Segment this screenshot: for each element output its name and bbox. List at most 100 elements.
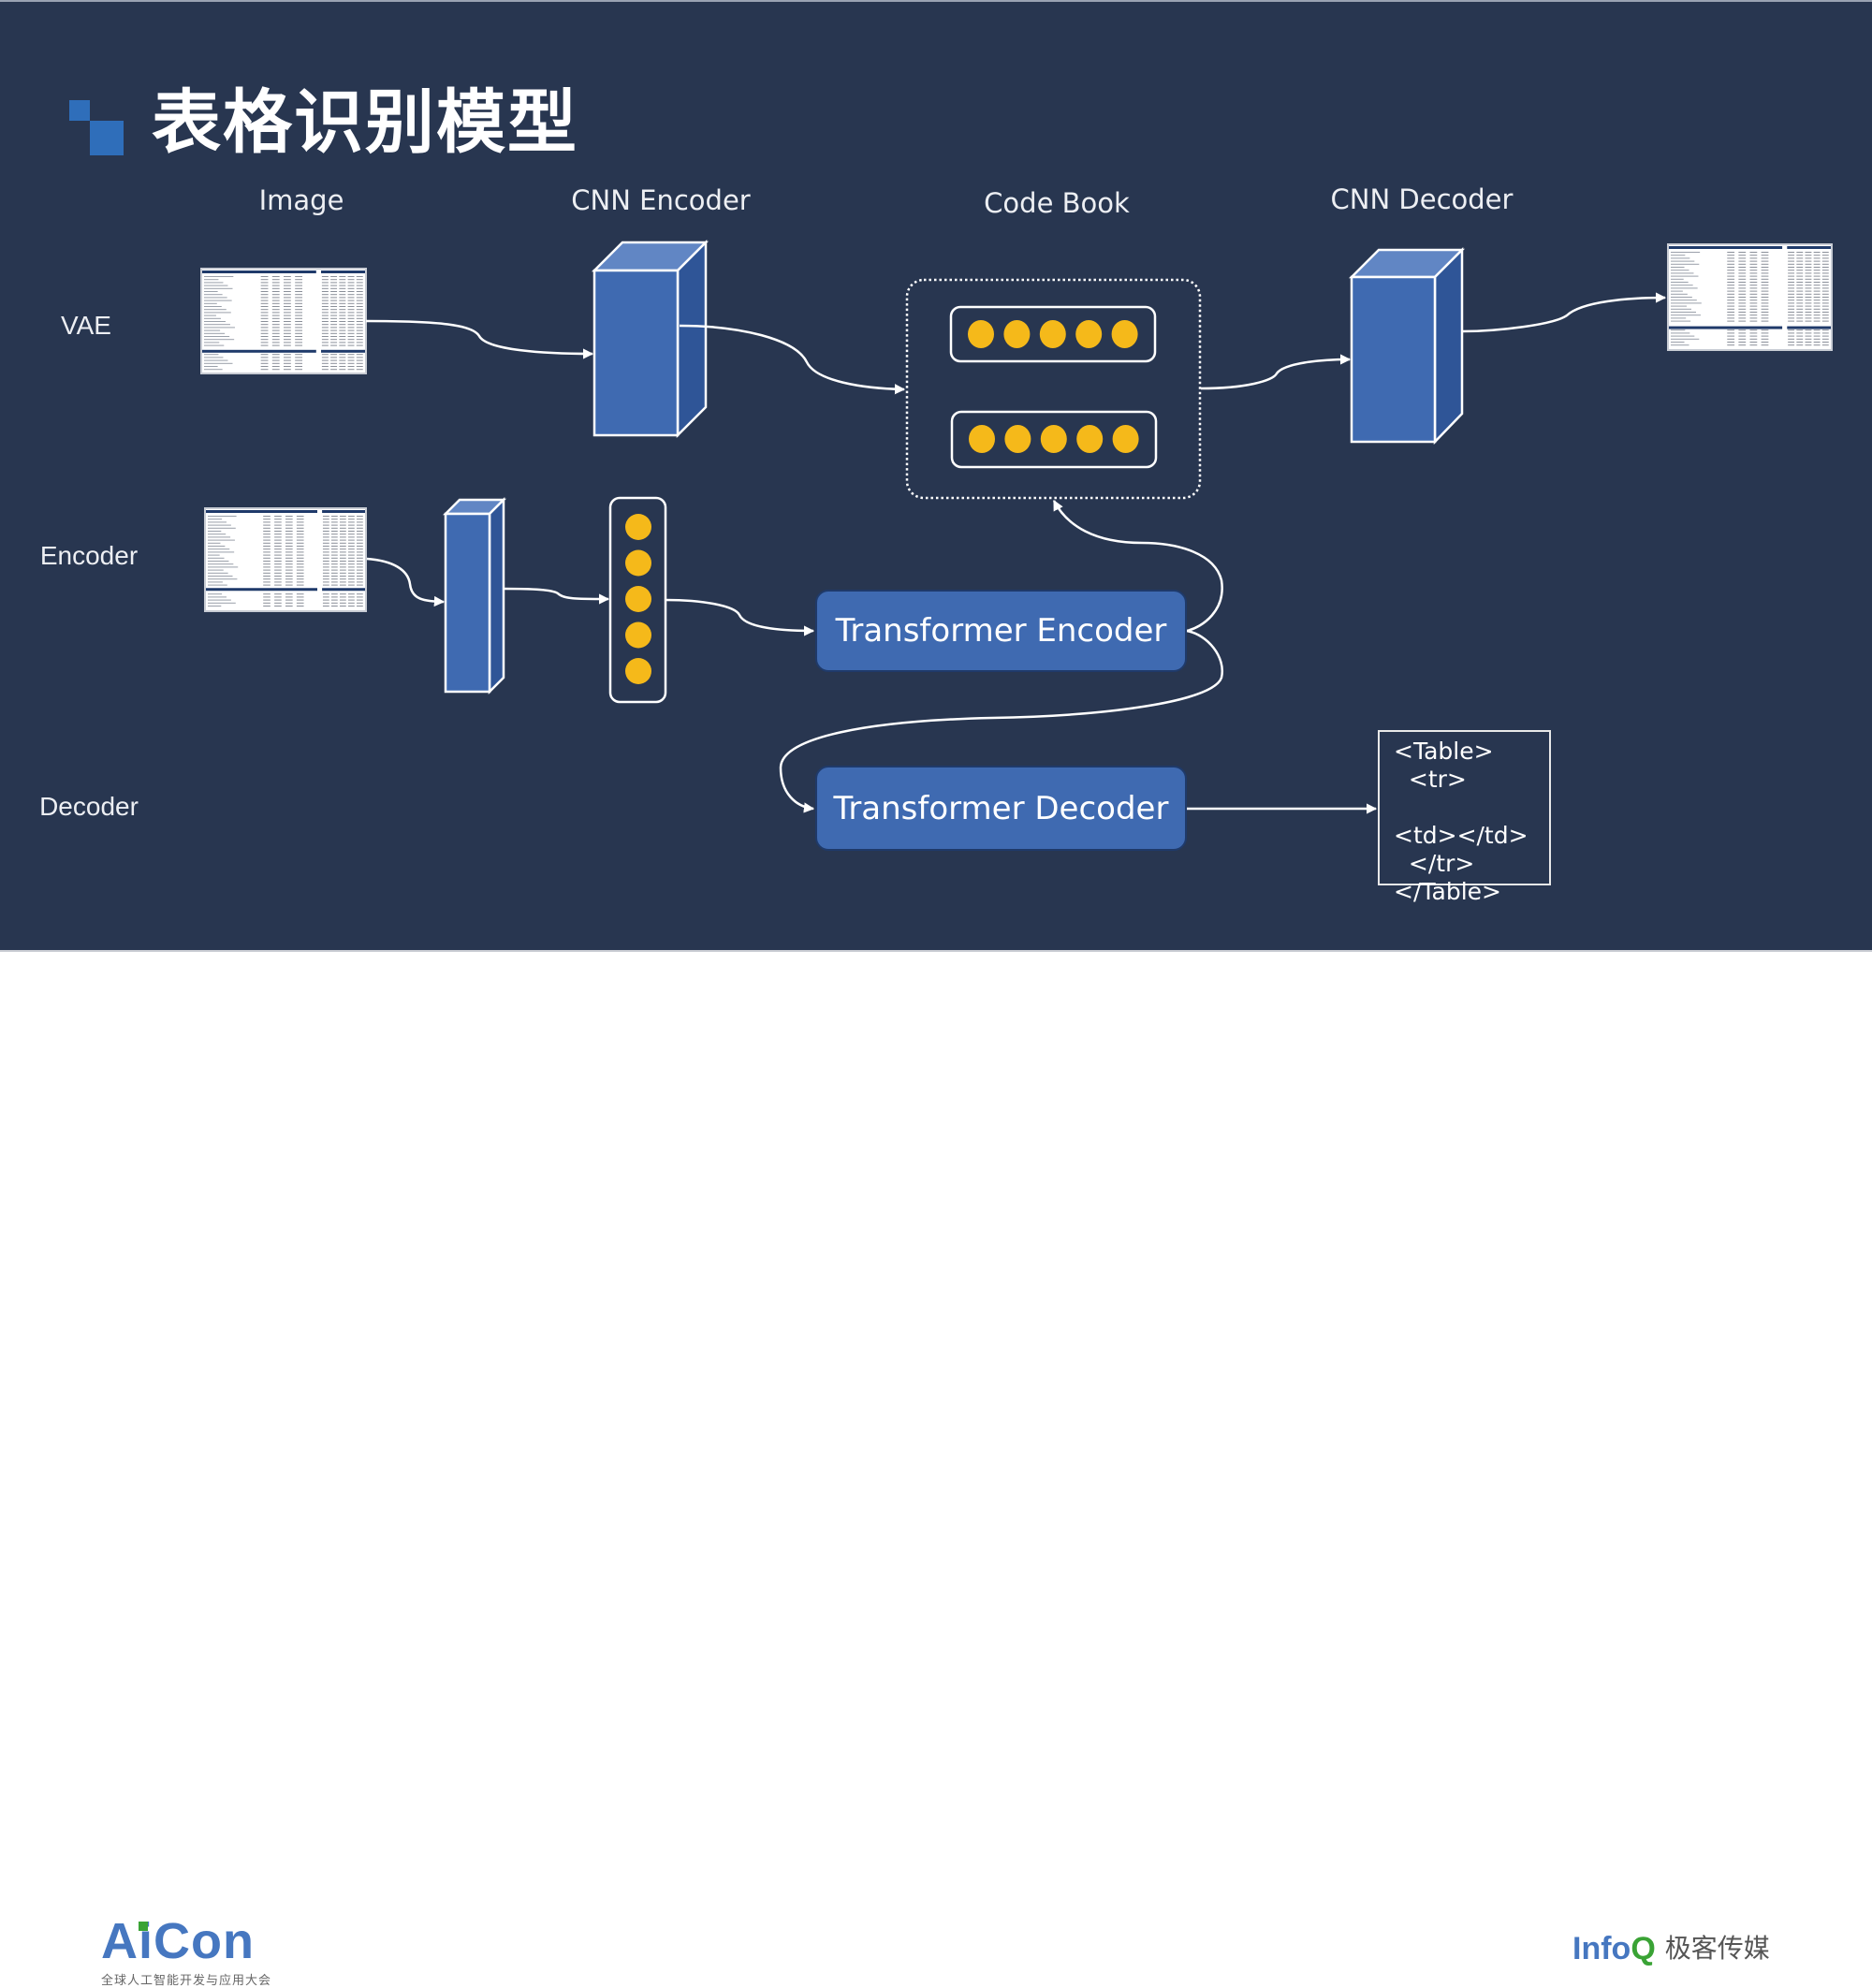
thumbnail-cell bbox=[285, 536, 293, 538]
thumbnail-cell bbox=[1727, 302, 1735, 304]
thumbnail-cell bbox=[1788, 278, 1795, 280]
thumbnail-cell bbox=[285, 578, 293, 580]
thumbnail-cell bbox=[339, 354, 346, 356]
thumbnail-cell bbox=[274, 593, 282, 595]
thumbnail-cell bbox=[296, 548, 304, 550]
thumbnail-cell bbox=[1761, 335, 1769, 337]
thumbnail-cell bbox=[296, 554, 304, 556]
thumbnail-text-line bbox=[208, 521, 227, 523]
thumbnail-cell bbox=[285, 539, 293, 541]
thumbnail-cell bbox=[347, 527, 355, 529]
thumbnail-cell bbox=[339, 339, 346, 341]
thumbnail-cell bbox=[1796, 312, 1804, 313]
thumbnail-cell bbox=[263, 599, 271, 601]
row-label-encoder: Encoder bbox=[39, 541, 139, 570]
thumbnail-cell bbox=[356, 306, 363, 307]
thumbnail-cell bbox=[1796, 332, 1804, 334]
thumbnail-cell bbox=[271, 302, 280, 304]
thumbnail-cell bbox=[339, 291, 346, 292]
thumbnail-cell bbox=[347, 516, 355, 517]
thumbnail-cell bbox=[1738, 275, 1747, 277]
thumbnail-cell bbox=[1738, 335, 1747, 337]
codebook-token-dot bbox=[1004, 425, 1031, 453]
thumbnail-cell bbox=[260, 294, 269, 296]
thumbnail-cell bbox=[1796, 278, 1804, 280]
thumbnail-cell bbox=[322, 527, 329, 529]
thumbnail-cell bbox=[296, 531, 304, 532]
thumbnail-cell bbox=[330, 536, 338, 538]
thumbnail-cell bbox=[1738, 282, 1747, 283]
thumbnail-cell bbox=[347, 563, 355, 565]
thumbnail-cell bbox=[1813, 278, 1821, 280]
title-bullet-icon-large bbox=[90, 121, 124, 155]
encoder-token-dot bbox=[625, 586, 651, 612]
thumbnail-text-line bbox=[1671, 287, 1698, 289]
thumbnail-cell bbox=[1805, 255, 1812, 256]
thumbnail-cell bbox=[1821, 275, 1829, 277]
thumbnail-cell bbox=[296, 557, 304, 559]
thumbnail-gap bbox=[317, 509, 322, 610]
thumbnail-cell bbox=[1761, 312, 1769, 313]
thumbnail-cell bbox=[274, 551, 282, 553]
thumbnail-cell bbox=[321, 359, 329, 361]
thumbnail-cell bbox=[1796, 344, 1804, 346]
thumbnail-cell bbox=[339, 306, 346, 307]
thumbnail-cell bbox=[322, 581, 329, 583]
thumbnail-text-line bbox=[208, 578, 238, 580]
thumbnail-cell bbox=[260, 324, 269, 326]
thumbnail-cell bbox=[339, 576, 346, 577]
thumbnail-cell bbox=[347, 317, 355, 319]
input-table-image-encoder bbox=[204, 507, 367, 612]
thumbnail-cell bbox=[356, 300, 363, 301]
thumbnail-cell bbox=[347, 276, 355, 277]
thumbnail-cell bbox=[260, 279, 269, 281]
thumbnail-cell bbox=[271, 300, 280, 301]
column-label-image: Image bbox=[258, 184, 344, 216]
encoder-token-dot bbox=[625, 621, 651, 649]
thumbnail-cell bbox=[1788, 335, 1795, 337]
thumbnail-cell bbox=[1761, 297, 1769, 298]
thumbnail-cell bbox=[260, 285, 269, 286]
thumbnail-cell bbox=[1796, 342, 1804, 343]
thumbnail-cell bbox=[330, 557, 338, 559]
thumbnail-cell bbox=[1727, 255, 1735, 256]
thumbnail-cell bbox=[284, 302, 291, 304]
thumbnail-background bbox=[206, 509, 365, 610]
thumbnail-cell bbox=[1738, 297, 1747, 298]
thumbnail-cell bbox=[347, 572, 355, 574]
codebook-token-dot bbox=[1111, 320, 1138, 348]
html-output-line: <td></td> bbox=[1394, 822, 1528, 849]
thumbnail-cell bbox=[322, 551, 329, 553]
thumbnail-cell bbox=[285, 581, 293, 583]
thumbnail-cell bbox=[285, 566, 293, 568]
thumbnail-cell bbox=[356, 282, 363, 284]
thumbnail-cell bbox=[339, 302, 346, 304]
thumbnail-cell bbox=[271, 321, 280, 322]
thumbnail-cell bbox=[1727, 335, 1735, 337]
arrow-image-to-encoder-cnn bbox=[366, 557, 446, 607]
thumbnail-cell bbox=[260, 366, 269, 367]
thumbnail-cell bbox=[1788, 312, 1795, 313]
thumbnail-cell bbox=[330, 354, 338, 356]
thumbnail-cell bbox=[284, 279, 291, 281]
thumbnail-text-line bbox=[208, 581, 223, 583]
thumbnail-cell bbox=[1761, 314, 1769, 316]
thumbnail-cell bbox=[284, 276, 291, 277]
thumbnail-cell bbox=[330, 282, 338, 284]
thumbnail-cell bbox=[1738, 257, 1747, 259]
thumbnail-cell bbox=[1813, 290, 1821, 292]
thumbnail-cell bbox=[296, 602, 304, 604]
thumbnail-cell bbox=[295, 339, 303, 341]
thumbnail-cell bbox=[263, 569, 271, 571]
thumbnail-cell bbox=[296, 596, 304, 598]
thumbnail-cell bbox=[295, 354, 303, 356]
thumbnail-cell bbox=[285, 602, 293, 604]
thumbnail-cell bbox=[339, 282, 346, 284]
thumbnail-cell bbox=[285, 516, 293, 517]
thumbnail-cell bbox=[1821, 290, 1829, 292]
thumbnail-cell bbox=[1749, 293, 1758, 295]
thumbnail-cell bbox=[330, 561, 338, 562]
thumbnail-cell bbox=[1813, 297, 1821, 298]
thumbnail-cell bbox=[285, 596, 293, 598]
thumbnail-cell bbox=[296, 546, 304, 547]
